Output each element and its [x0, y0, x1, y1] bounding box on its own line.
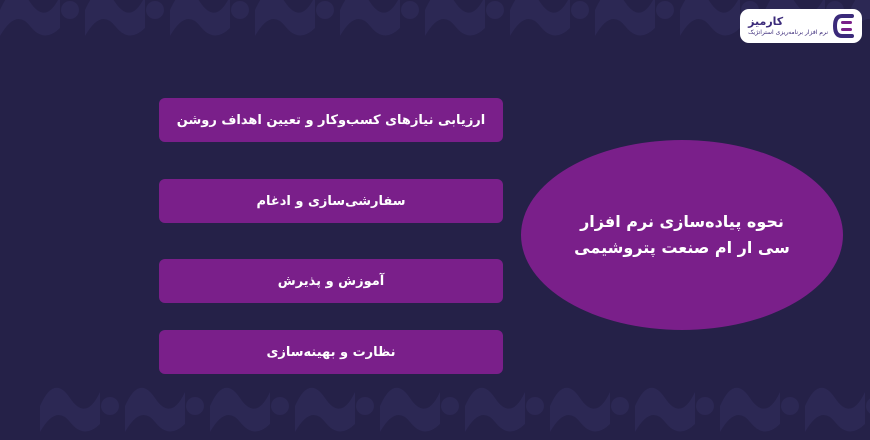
central-title-line-2: سی ار ام صنعت پتروشیمی — [574, 238, 790, 257]
logo-name: کارمیز — [748, 14, 784, 28]
step-label: سفارشی‌سازی و ادغام — [256, 193, 406, 209]
step-box-4: نظارت و بهینه‌سازی — [159, 330, 503, 374]
central-title-line-1: نحوه پیاده‌سازی نرم افزار — [580, 212, 784, 231]
central-topic-ellipse: نحوه پیاده‌سازی نرم افزار سی ار ام صنعت … — [521, 140, 843, 330]
logo-text: کارمیز نرم افزار برنامه‌ریزی استراتژیک — [748, 14, 828, 37]
step-box-2: سفارشی‌سازی و ادغام — [159, 179, 503, 223]
step-label: ارزیابی نیازهای کسب‌وکار و تعیین اهداف ر… — [176, 112, 486, 128]
karmiz-logo-icon — [832, 14, 854, 38]
step-label: آموزش و پذیرش — [277, 273, 385, 289]
logo-tagline: نرم افزار برنامه‌ریزی استراتژیک — [748, 28, 828, 36]
step-box-1: ارزیابی نیازهای کسب‌وکار و تعیین اهداف ر… — [159, 98, 503, 142]
step-label: نظارت و بهینه‌سازی — [266, 344, 396, 360]
step-box-3: آموزش و پذیرش — [159, 259, 503, 303]
background-pattern-bottom — [0, 376, 870, 440]
brand-logo: کارمیز نرم افزار برنامه‌ریزی استراتژیک — [740, 9, 862, 43]
